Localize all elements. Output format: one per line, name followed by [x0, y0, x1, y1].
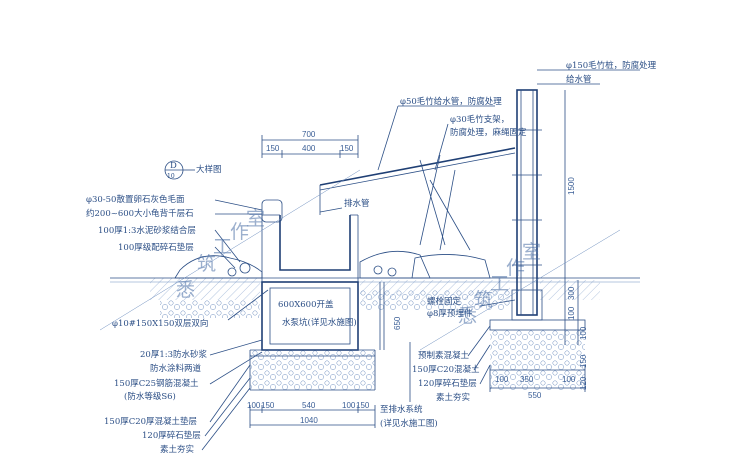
label-left-0: φ30-50散置卵石灰色毛面 — [86, 194, 185, 205]
dim-v100b: 100 — [579, 326, 588, 340]
label-right-2: 120厚碎石垫层 — [418, 378, 477, 389]
labels-top: φ50毛竹给水管，防腐处理 φ30毛竹支架， 防腐处理，麻绳固定 φ150毛竹桩… — [319, 60, 657, 213]
label-left-2: 100厚1:3水泥砂浆结合层 — [98, 225, 196, 236]
dim-rb-a: 100 — [495, 375, 509, 384]
label-right-1: 150厚C20混凝土 — [412, 364, 480, 375]
dim-bottom-b: 150 — [261, 401, 275, 410]
label-bolt2: φ8厚预埋件 — [427, 308, 473, 319]
badge-note: 大样图 — [196, 164, 222, 175]
dim-bottom-total: 1040 — [300, 416, 318, 425]
label-support30-1: φ30毛竹支架， — [450, 114, 509, 125]
rocks — [174, 250, 491, 279]
dim-bottom-d: 100 — [342, 401, 356, 410]
dim-v1500: 1500 — [567, 177, 576, 195]
watermark2-char-1: 筑 — [474, 289, 493, 311]
label-right-3: 素土夯实 — [436, 392, 470, 403]
detail-badge: D 10 大样图 — [164, 160, 222, 180]
dim-v300: 300 — [567, 286, 576, 300]
dim-top-total: 700 — [302, 130, 316, 139]
dim-top-a: 150 — [266, 144, 280, 153]
label-bl-6: 素土夯实 — [160, 444, 194, 455]
bamboo-pile — [489, 89, 586, 331]
dim-bottom: 100 150 540 100 150 1040 — [247, 401, 376, 428]
label-bolt1: 螺栓固定 — [427, 296, 462, 307]
label-support30-2: 防腐处理，麻绳固定 — [450, 127, 527, 138]
ground-hatch — [150, 278, 600, 390]
bamboo-pipe — [319, 147, 516, 251]
watermark: 悉 筑 工 作 室 悉 筑 工 作 室 — [99, 169, 621, 351]
label-supply: 给水管 — [566, 74, 592, 85]
watermark-char-1: 筑 — [197, 253, 216, 275]
watermark2-char-0: 悉 — [458, 305, 477, 327]
label-pipe50: φ50毛竹给水管，防腐处理 — [400, 96, 502, 107]
label-pile150: φ150毛竹桩，防腐处理 — [566, 60, 657, 71]
dim-rb-total: 550 — [528, 391, 542, 400]
watermark-char-4: 室 — [246, 208, 265, 230]
dim-top-b: 400 — [302, 144, 316, 153]
dim-v120: 120 — [579, 376, 588, 390]
labels-center: 600X600开盖 水泵坑(详见水施图) 螺栓固定 φ8厚预埋件 至排水系统 (… — [278, 296, 516, 429]
dim-right-bottom: 100 350 100 550 — [489, 365, 586, 400]
dim-top-c: 150 — [340, 144, 354, 153]
label-left-1: 约200~600大小龟背千层石 — [86, 208, 194, 219]
dim-bottom-c: 540 — [302, 401, 316, 410]
dim-rb-c: 100 — [562, 375, 576, 384]
label-right-0: 预制素混凝土 — [418, 350, 470, 361]
badge-top: D — [170, 161, 177, 171]
label-to-drain-2: (详见水施工图) — [380, 418, 438, 429]
dim-rb-b: 350 — [520, 375, 534, 384]
dim-bottom-e: 150 — [356, 401, 370, 410]
watermark-char-2: 工 — [213, 236, 232, 258]
label-to-drain-1: 至排水系统 — [380, 404, 423, 415]
label-left-3: 100厚级配碎石垫层 — [118, 242, 194, 253]
label-bl-2: 150厚C25钢筋混凝土 — [114, 378, 199, 389]
dim-vertical: 1500 300 100 100 150 120 650 — [393, 90, 588, 390]
watermark2-char-4: 室 — [522, 241, 541, 263]
label-bl-0: 20厚1:3防水砂浆 — [140, 349, 207, 360]
label-drain: 排水管 — [344, 198, 370, 209]
label-pit: 水泵坑(详见水施图) — [282, 317, 357, 328]
label-bl-1: 防水涂料两道 — [150, 363, 202, 374]
basin — [261, 199, 359, 282]
label-bl-4: 150厚C20厚混凝土垫层 — [104, 416, 197, 427]
dim-v150: 150 — [579, 354, 588, 368]
labels-left: φ30-50散置卵石灰色毛面 约200~600大小龟背千层石 100厚1:3水泥… — [86, 194, 269, 329]
dim-v650: 650 — [393, 316, 402, 330]
watermark2-char-3: 作 — [506, 257, 525, 279]
label-left-4: φ10#150X150双层双向 — [112, 318, 208, 329]
labels-right: 预制素混凝土 150厚C20混凝土 120厚碎石垫层 素土夯实 — [409, 325, 491, 403]
labels-bottom-left: 20厚1:3防水砂浆 防水涂料两道 150厚C25钢筋混凝土 (防水等级S6) … — [104, 339, 263, 455]
pump-pit — [249, 281, 376, 391]
watermark-char-3: 作 — [230, 221, 249, 243]
badge-sub: 10 — [167, 173, 175, 180]
label-cover: 600X600开盖 — [278, 299, 334, 310]
watermark-char-0: 悉 — [176, 279, 195, 301]
watermark2-char-2: 工 — [490, 273, 509, 295]
label-bl-3: (防水等级S6) — [124, 391, 176, 402]
dim-bottom-a: 100 — [247, 401, 261, 410]
label-bl-5: 120厚碎石垫层 — [142, 430, 201, 441]
dim-top: 700 150 400 150 — [261, 130, 359, 158]
dim-v100: 100 — [567, 306, 576, 320]
